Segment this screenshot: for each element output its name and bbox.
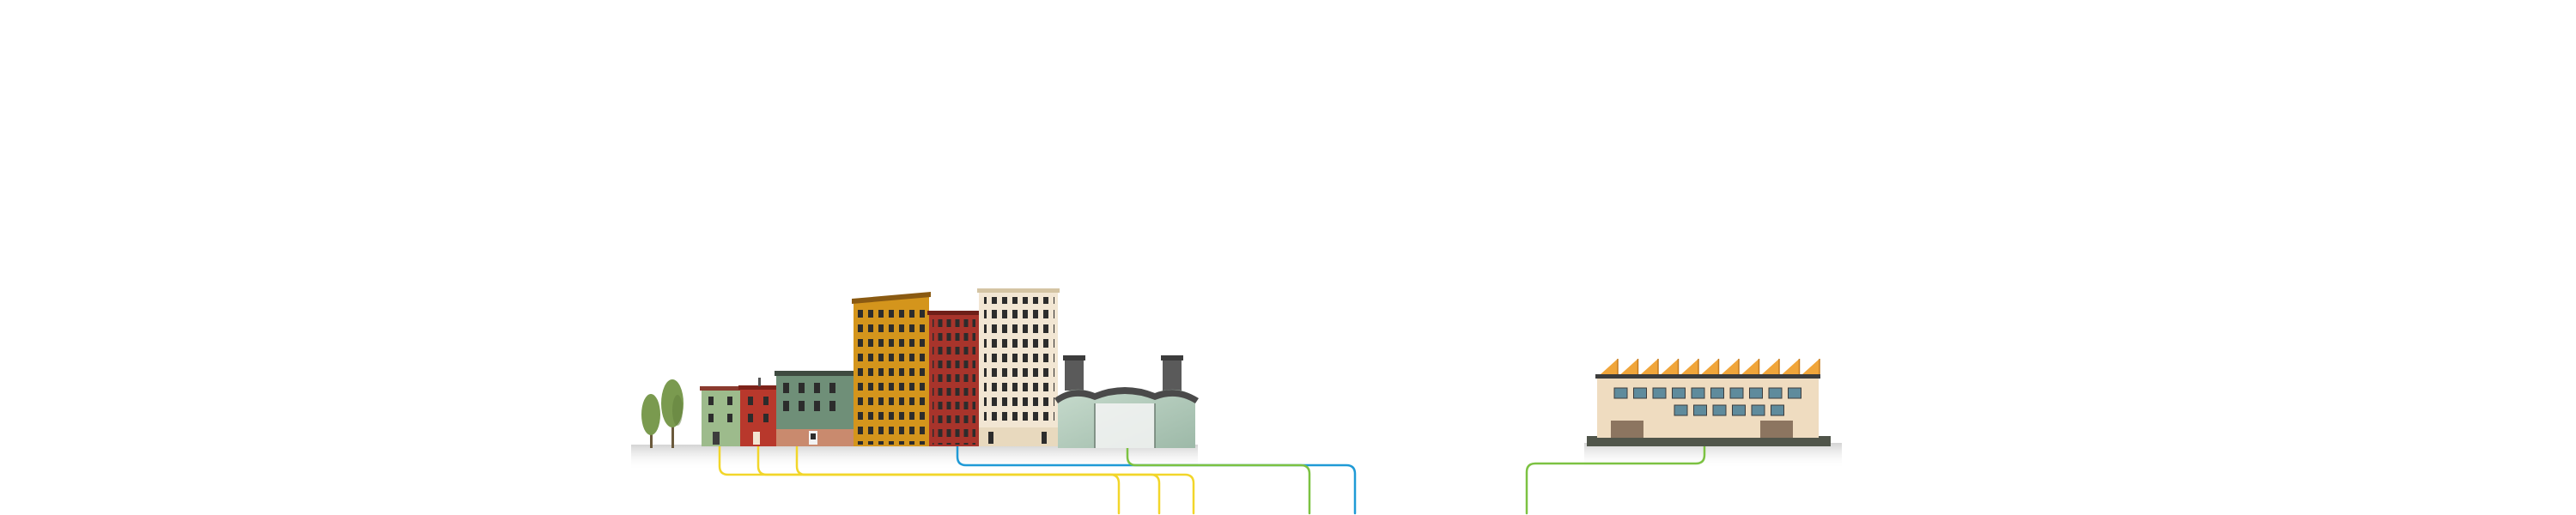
tower-cream-icon bbox=[977, 288, 1060, 446]
tree-icon bbox=[641, 379, 683, 448]
solar-panel bbox=[1620, 359, 1638, 374]
factory-window bbox=[1652, 387, 1667, 399]
factory-window bbox=[1729, 387, 1744, 399]
solar-panel bbox=[1802, 359, 1820, 374]
factory-window bbox=[1633, 387, 1647, 399]
factory-window bbox=[1771, 404, 1784, 416]
factory-window bbox=[1691, 387, 1705, 399]
factory-window bbox=[1712, 404, 1727, 416]
green-line-factory bbox=[1525, 443, 1706, 515]
factory-window bbox=[1674, 404, 1688, 416]
rowhouse-red-icon bbox=[738, 378, 778, 446]
solar-factory-icon bbox=[1587, 359, 1831, 446]
factory-window bbox=[1751, 404, 1765, 416]
solar-panel bbox=[1681, 359, 1698, 374]
factory-window bbox=[1613, 387, 1628, 399]
solar-panel bbox=[1782, 359, 1800, 374]
ground-shadows bbox=[631, 443, 1842, 470]
solar-panel bbox=[1601, 359, 1618, 374]
solar-panel bbox=[1722, 359, 1739, 374]
factory-window bbox=[1672, 387, 1686, 399]
solar-panel bbox=[1701, 359, 1719, 374]
factory-window bbox=[1768, 387, 1783, 399]
solar-panel bbox=[1641, 359, 1658, 374]
solar-panel bbox=[1741, 359, 1759, 374]
solar-panel bbox=[1661, 359, 1679, 374]
industrial-hall-icon bbox=[1054, 355, 1199, 448]
rowhouse-sage-icon bbox=[775, 371, 855, 446]
solar-panel bbox=[1762, 359, 1779, 374]
factory-window bbox=[1710, 387, 1724, 399]
yellow-line-3 bbox=[795, 440, 1195, 515]
tower-ochre-icon bbox=[852, 292, 931, 446]
factory-window bbox=[1693, 404, 1707, 416]
factory-window bbox=[1749, 387, 1763, 399]
factory-window bbox=[1732, 404, 1746, 416]
connection-lines bbox=[718, 440, 1706, 515]
tower-brick-icon bbox=[927, 311, 981, 446]
factory-window bbox=[1788, 387, 1801, 399]
green-line-city bbox=[1126, 443, 1311, 515]
rowhouse-green-icon bbox=[700, 386, 742, 446]
